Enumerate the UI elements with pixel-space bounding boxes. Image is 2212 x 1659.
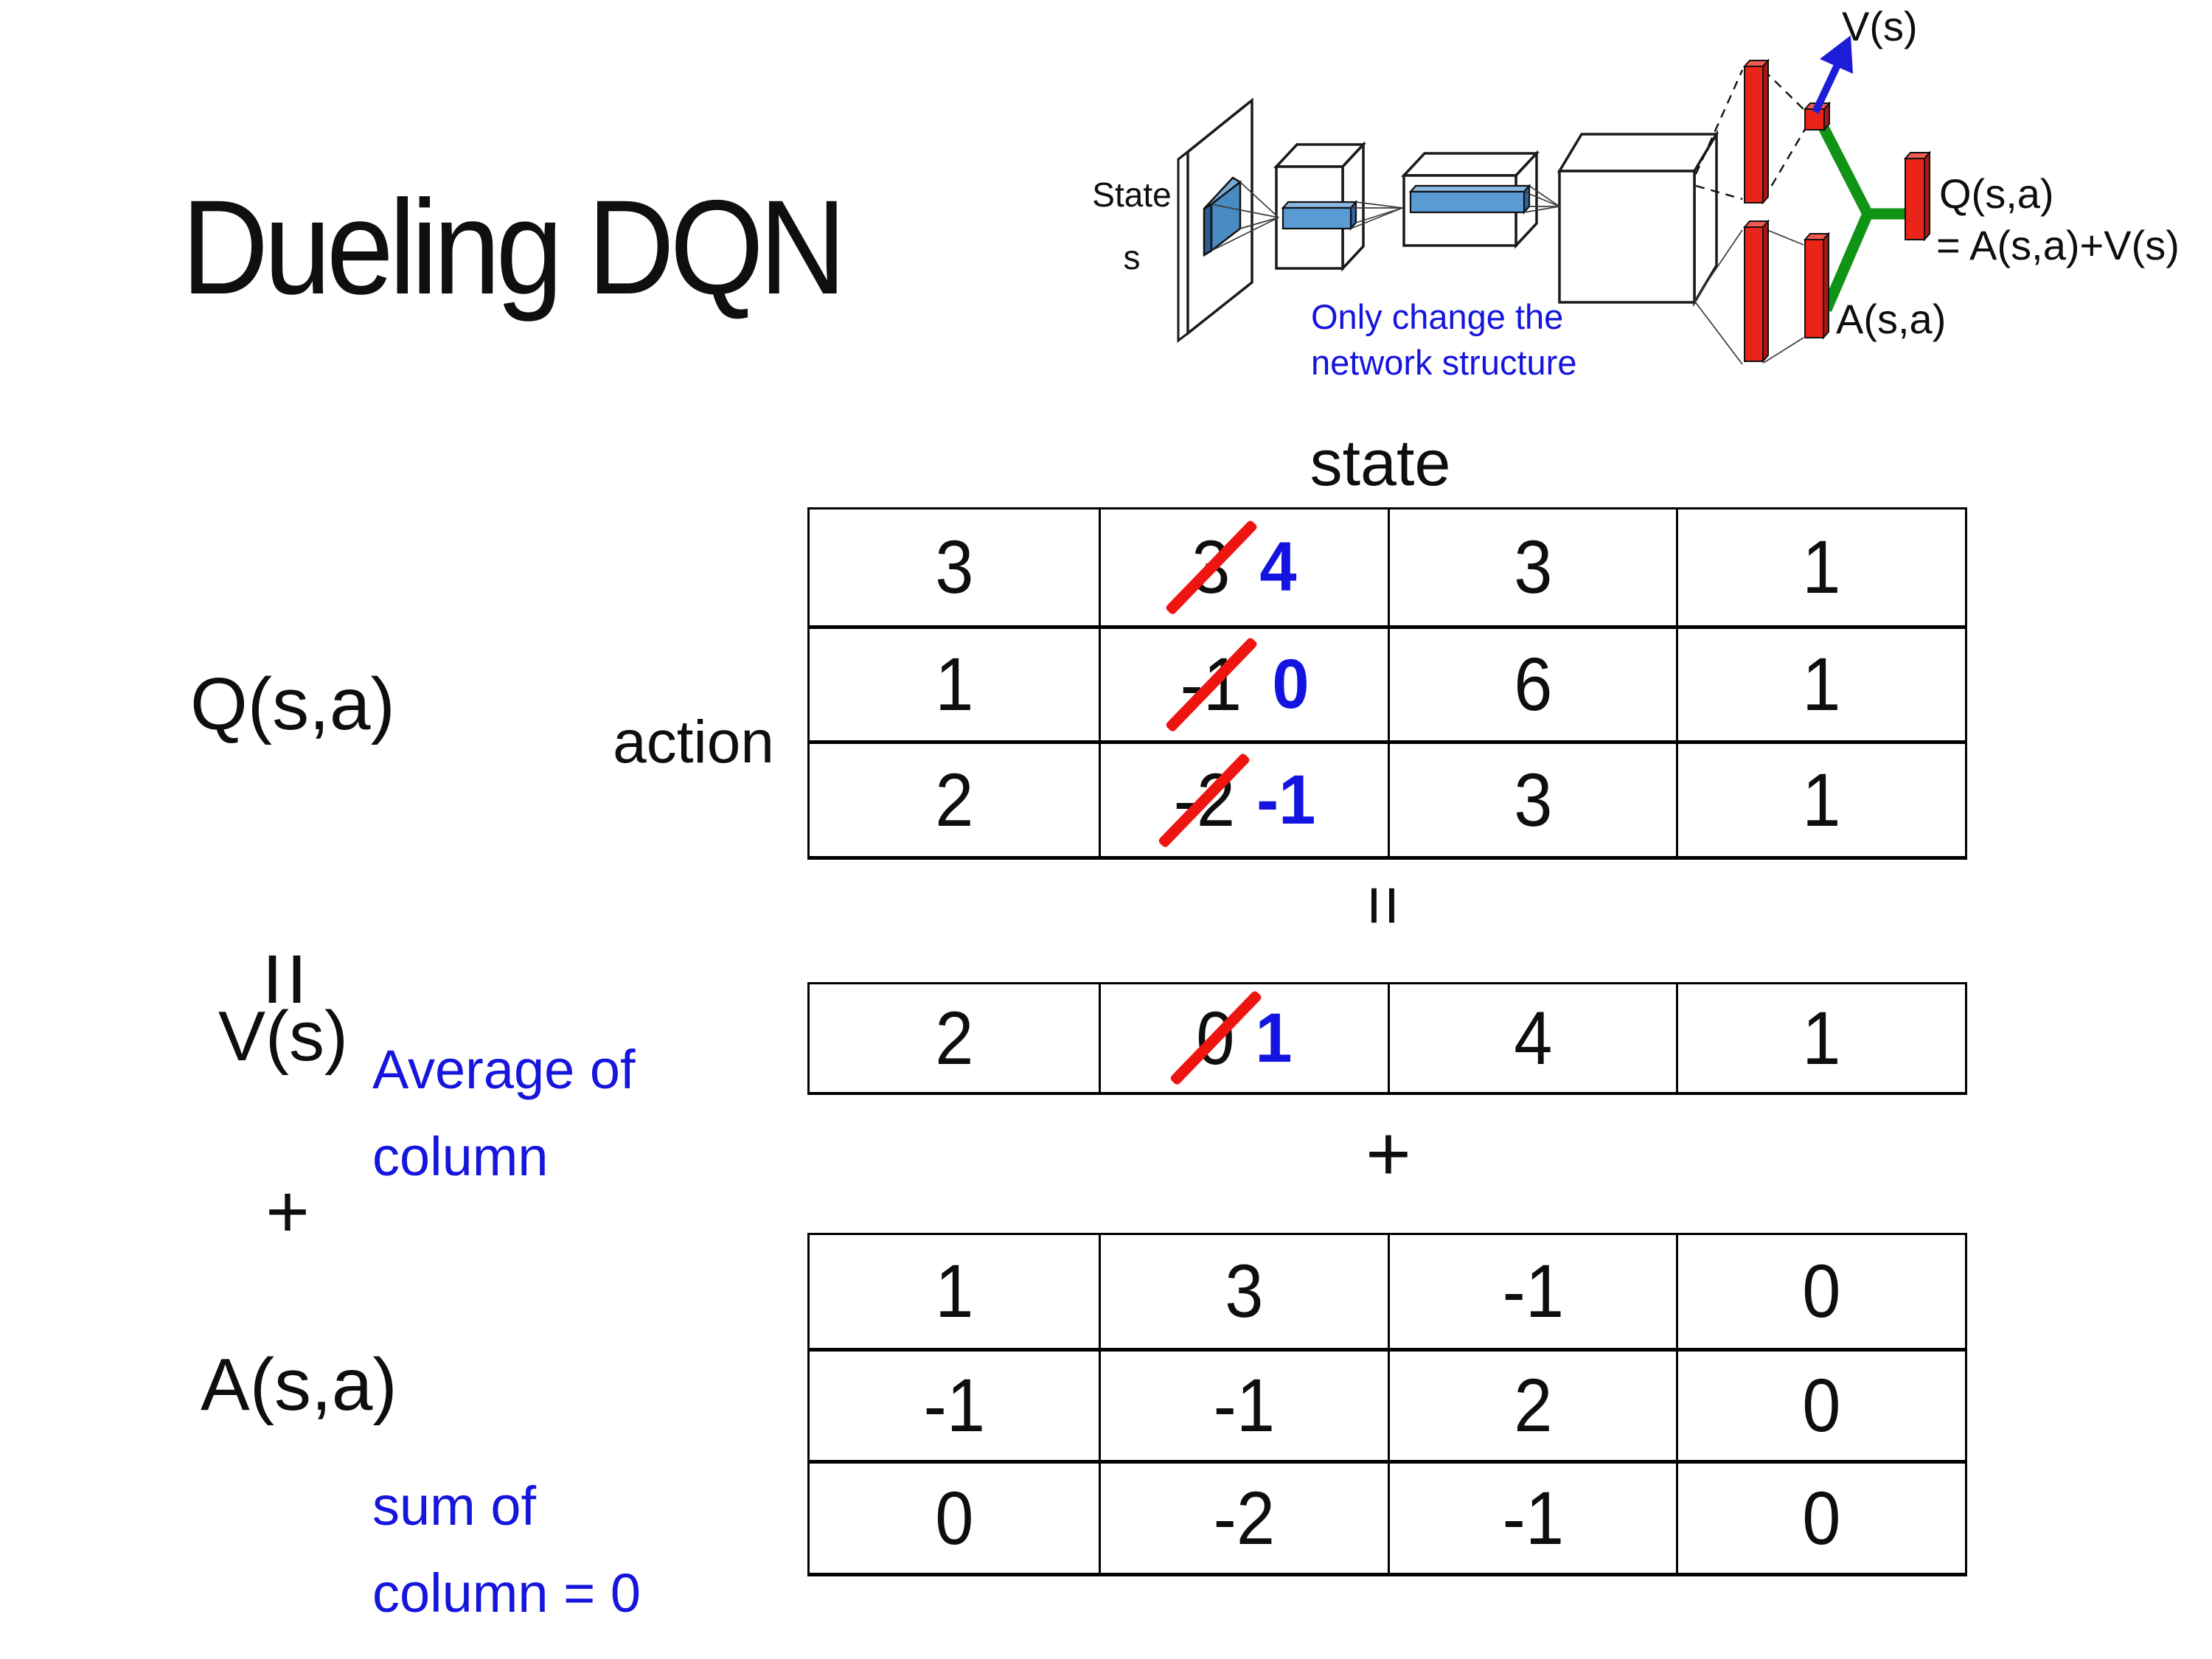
feature-map-slab-1: [1281, 200, 1358, 231]
value-arrow: [1812, 35, 1853, 114]
a-cell-r2c1: -1: [810, 1347, 1099, 1461]
a-cell-r1c3: -1: [1387, 1235, 1677, 1348]
q-cell-r3c3: 3: [1387, 740, 1677, 856]
a-cell-r2c2: -1: [1098, 1347, 1388, 1461]
a-cell-r1c2: 3: [1098, 1235, 1388, 1348]
q-cell-r3c1: 2: [810, 740, 1099, 856]
q-output-formula: = A(s,a)+V(s): [1936, 222, 2180, 268]
network-note-line2: network structure: [1311, 343, 1576, 382]
a-cell-r3c1: 0: [810, 1460, 1099, 1573]
v-output-label: V(s): [1842, 3, 1918, 49]
dashed-links: [1694, 69, 1808, 201]
advantage-stream-bar-2: [1803, 232, 1831, 340]
fan-lines: [1211, 181, 1804, 365]
a-cell-r3c3: -1: [1387, 1460, 1677, 1573]
a-output-label: A(s,a): [1836, 296, 1946, 342]
a-cell-r1c4: 0: [1676, 1235, 1965, 1348]
feature-map-slab-2: [1408, 184, 1531, 215]
q-cell-r1c2: 3 4: [1098, 509, 1388, 625]
q-value-table: 3 3 4 3 1 1 -1 0 6 1 2 -2 -1 3 1: [807, 507, 1967, 860]
state-input-label: State: [1092, 175, 1171, 214]
corrected-value: 4: [1259, 527, 1297, 606]
v-cell-c1: 2: [934, 996, 973, 1080]
a-cell-r2c4: 0: [1676, 1347, 1965, 1461]
v-vector-label: V(s): [218, 997, 348, 1076]
dense-box: [1557, 129, 1719, 307]
advantage-stream-bar-1: [1742, 219, 1770, 364]
network-note-line1: Only change the: [1311, 297, 1563, 336]
q-cell-r3c2: -2 -1: [1098, 740, 1388, 856]
a-matrix-label: A(s,a): [201, 1343, 397, 1426]
dueling-network-diagram: State s V(s) Q(s,a) = A(s,a)+V(s) A(s,a)…: [1092, 3, 2180, 382]
value-scalar-node: [1803, 101, 1832, 132]
q-output-bar: [1903, 150, 1932, 242]
state-input-label-s: s: [1124, 238, 1141, 276]
q-cell-r1c1: 3: [934, 525, 973, 610]
average-of-column-note: Average of column: [372, 1039, 636, 1188]
q-cell-r2c4: 1: [1676, 625, 1965, 741]
advantage-table: 1 3 -1 0 -1 -1 2 0 0 -2 -1 0: [807, 1233, 1967, 1576]
v-cell-c2: 0 1: [1098, 984, 1388, 1092]
equals-sign-middle: =: [1344, 884, 1423, 927]
q-cell-r2c2: -1 0: [1098, 625, 1388, 741]
corrected-value: -1: [1256, 760, 1316, 839]
a-cell-r2c3: 2: [1387, 1347, 1677, 1461]
a-cell-r1c1: 1: [934, 1249, 973, 1334]
merge-connector: [1815, 117, 1907, 312]
state-column-header: state: [1310, 426, 1451, 499]
slide-title: Dueling DQN: [181, 172, 846, 322]
q-cell-r1c3: 3: [1387, 509, 1677, 625]
q-matrix-label: Q(s,a): [190, 663, 395, 745]
a-cell-r3c2: -2: [1098, 1460, 1388, 1573]
q-cell-r2c3: 6: [1387, 625, 1677, 741]
corrected-value: 0: [1272, 644, 1310, 723]
q-cell-r1c4: 1: [1676, 509, 1965, 625]
action-row-header: action: [613, 709, 774, 776]
v-cell-c3: 4: [1387, 984, 1677, 1092]
a-cell-r3c4: 0: [1676, 1460, 1965, 1573]
value-stream-bar: [1742, 58, 1770, 205]
q-cell-r3c4: 1: [1676, 740, 1965, 856]
plus-sign-middle: +: [1366, 1110, 1411, 1197]
corrected-value: 1: [1255, 998, 1293, 1077]
v-cell-c4: 1: [1676, 984, 1965, 1092]
v-value-row: 2 0 1 4 1: [807, 982, 1967, 1095]
conv-filter-patch: [1203, 176, 1242, 257]
q-output-label: Q(s,a): [1939, 170, 2054, 217]
q-cell-r2c1: 1: [810, 625, 1099, 741]
sum-of-column-note: sum of column = 0: [372, 1475, 641, 1624]
plus-sign-left: +: [265, 1169, 310, 1253]
